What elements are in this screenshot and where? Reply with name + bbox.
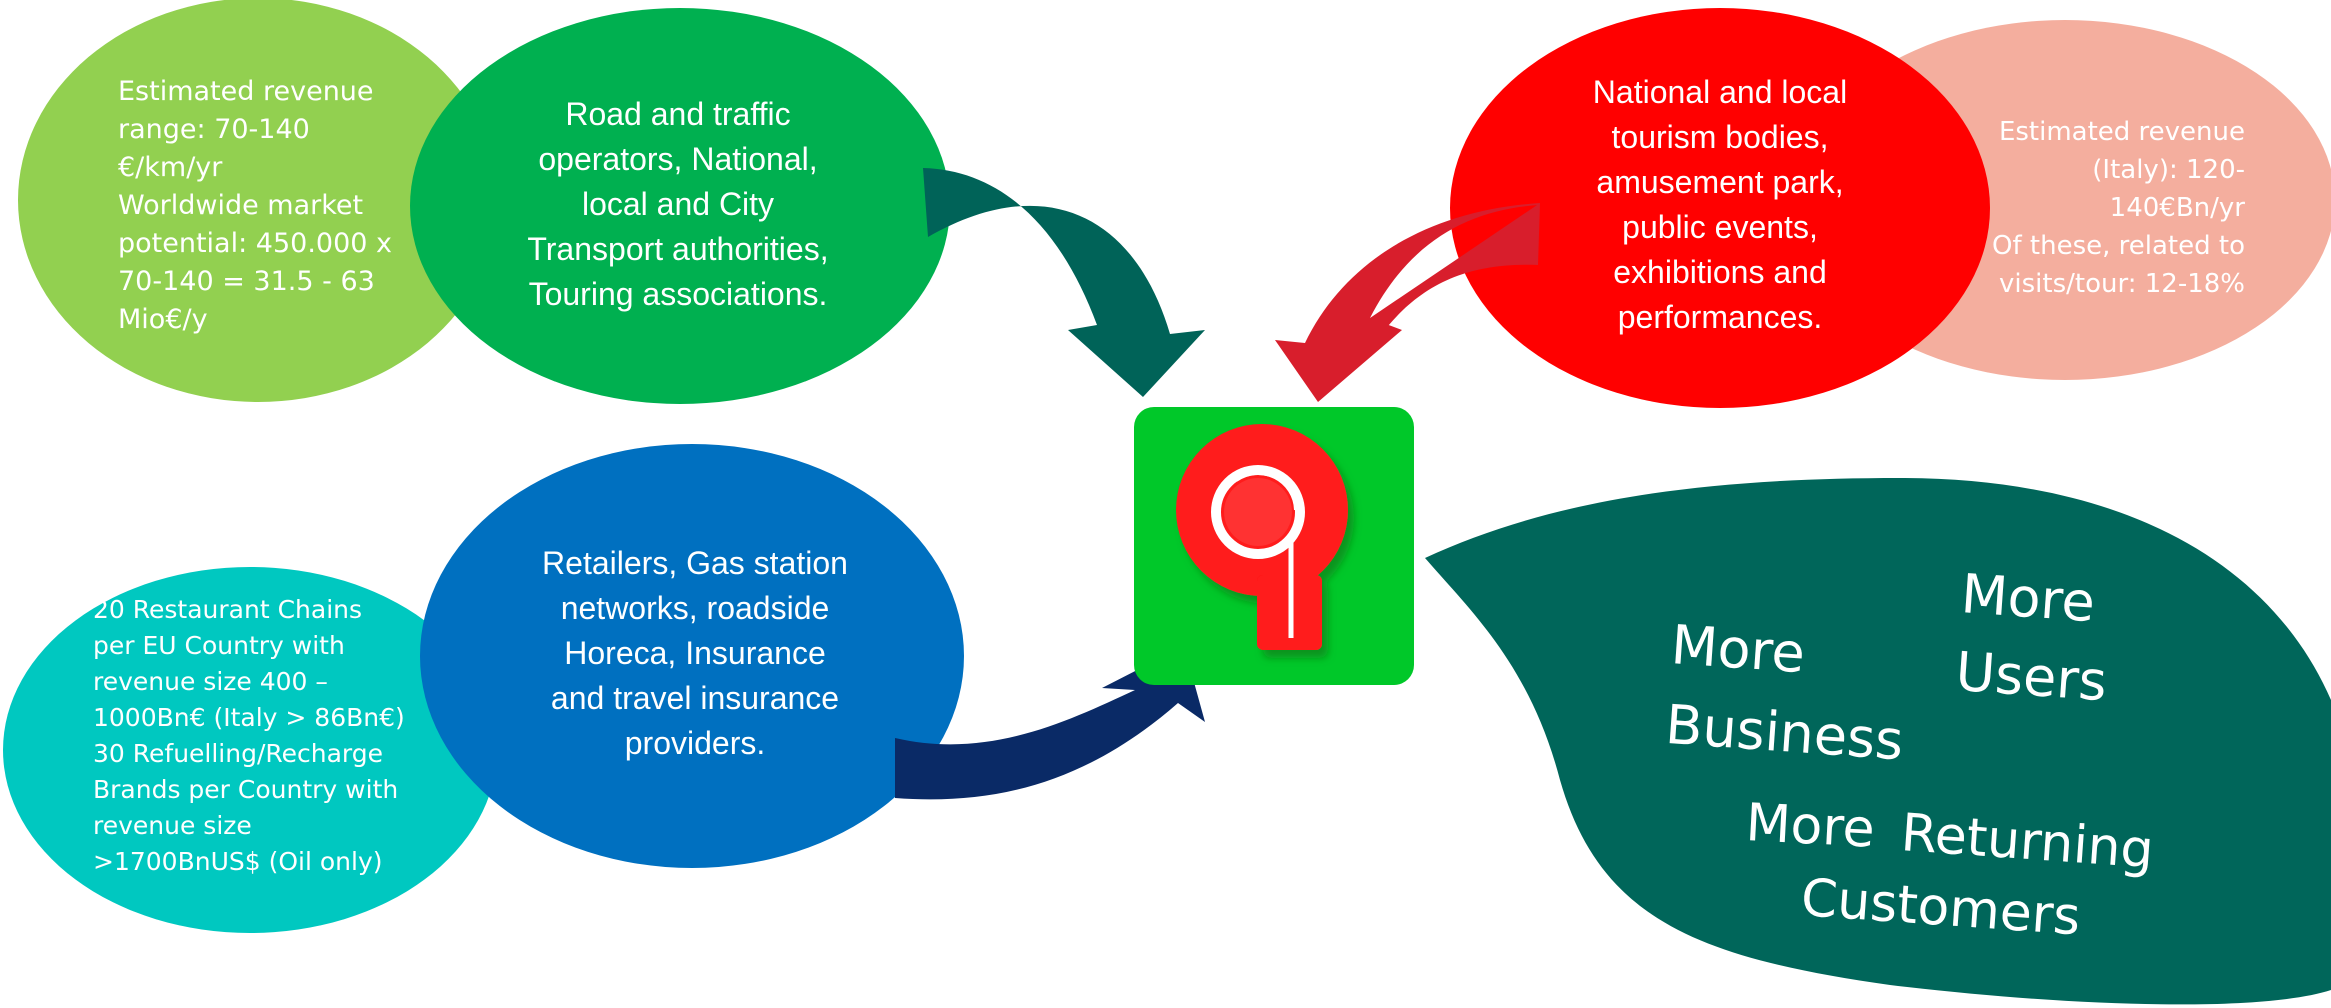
text-line: More	[1669, 613, 1807, 685]
retail-revenue-bubble	[3, 567, 497, 933]
tourism-bodies-bubble	[1450, 8, 1990, 408]
text-line: range: 70-140	[118, 114, 310, 145]
text-line: public events,	[1622, 209, 1818, 245]
text-line: Transport authorities,	[527, 231, 828, 267]
more-users-text: MoreUsers	[1954, 562, 2115, 713]
text-line: revenue size 400 –	[93, 667, 328, 696]
text-line: Retailers, Gas station	[542, 545, 848, 581]
text-line: Users	[1954, 640, 2109, 713]
text-line: exhibitions and	[1613, 254, 1826, 290]
more-business-text: MoreBusiness	[1664, 613, 1912, 772]
more-returning-more: More	[1744, 793, 1876, 860]
map-pin-icon	[1176, 424, 1348, 650]
text-line: potential: 450.000 x	[118, 228, 392, 259]
road-revenue-bubble	[18, 0, 498, 402]
tourism-arrow	[1275, 203, 1540, 402]
tourism-bodies-text: National and local tourism bodies, amuseme…	[1593, 74, 1847, 335]
text-line: providers.	[625, 725, 766, 761]
text-line: Worldwide market	[118, 190, 363, 221]
text-line: local and City	[582, 186, 774, 222]
text-line: (Italy): 120-	[2092, 155, 2245, 185]
text-line: Estimated revenue	[1999, 117, 2245, 147]
outcome-leaf	[1425, 478, 2331, 1005]
retail-arrow	[895, 646, 1205, 800]
retailers-bubble	[420, 444, 964, 868]
text-line: Brands per Country with	[93, 775, 398, 804]
road-operators-text: Road and traffic operators, National, loca…	[527, 96, 828, 312]
text-line: revenue size	[93, 811, 252, 840]
text-line: National and local	[1593, 74, 1847, 110]
text-line: Mio€/y	[118, 304, 208, 335]
text-line: visits/tour: 12-18%	[1999, 269, 2245, 299]
text-line: Horeca, Insurance	[564, 635, 825, 671]
text-line: Touring associations.	[529, 276, 828, 312]
text-line: networks, roadside	[561, 590, 830, 626]
text-line: performances.	[1618, 299, 1823, 335]
text-line: per EU Country with	[93, 631, 345, 660]
text-line: 70-140 = 31.5 - 63	[118, 266, 375, 297]
text-line: 30 Refuelling/Recharge	[93, 739, 383, 768]
road-arrow	[923, 168, 1205, 397]
text-line: amusement park,	[1596, 164, 1843, 200]
text-line: 140€Bn/yr	[2110, 193, 2246, 223]
text-line: tourism bodies,	[1612, 119, 1829, 155]
text-line: Estimated revenue	[118, 76, 374, 107]
retail-revenue-text: 20 Restaurant Chains per EU Country with r…	[93, 595, 405, 876]
text-line: 20 Restaurant Chains	[93, 595, 362, 624]
text-line: Of these, related to	[1992, 231, 2245, 261]
text-line: More	[1959, 562, 2097, 634]
retailers-text: Retailers, Gas station networks, roadside…	[542, 545, 848, 761]
text-line: 1000Bn€ (Italy > 86Bn€)	[93, 703, 405, 732]
text-line: >1700BnUS$ (Oil only)	[93, 847, 383, 876]
road-operators-bubble	[410, 8, 950, 404]
text-line: operators, National,	[538, 141, 817, 177]
text-line: and travel insurance	[551, 680, 839, 716]
text-line: Road and traffic	[565, 96, 790, 132]
text-line: €/km/yr	[118, 152, 223, 183]
